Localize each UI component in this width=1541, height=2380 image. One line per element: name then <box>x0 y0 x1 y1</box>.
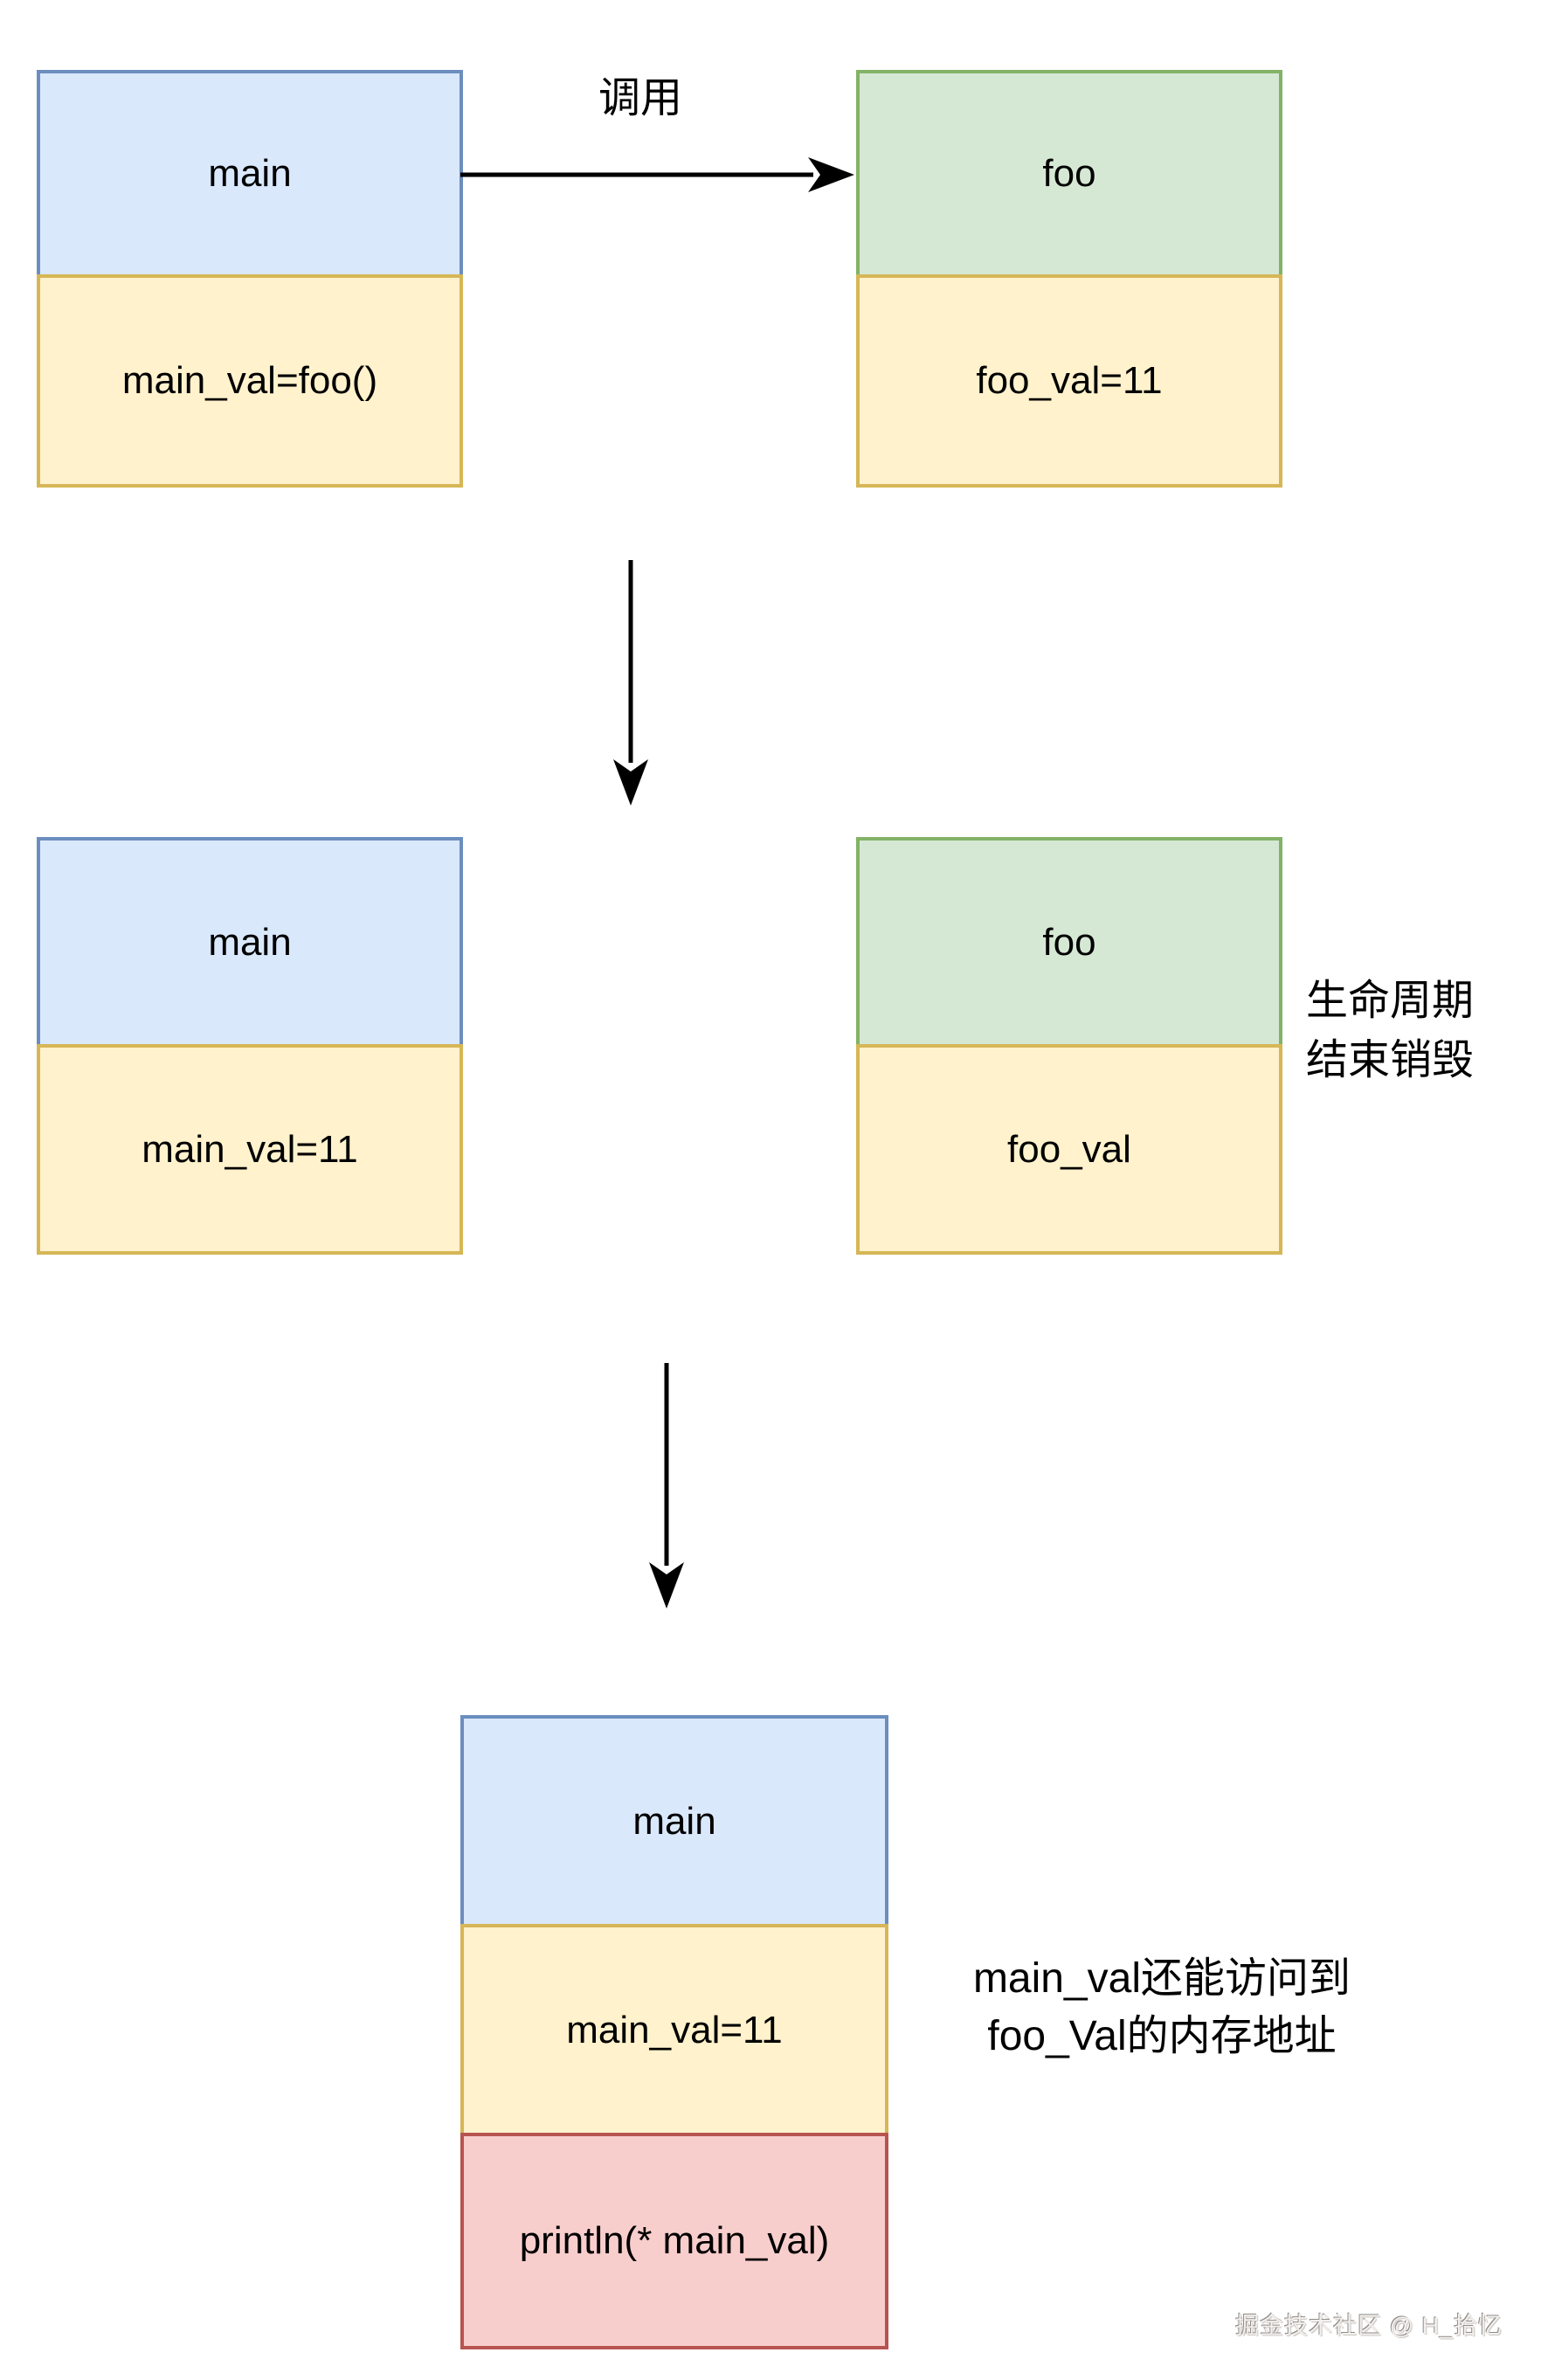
stage2-foo-var-label: foo_val <box>1007 1127 1131 1171</box>
stage2-main-label: main <box>208 920 292 964</box>
stage2-main-var-label: main_val=11 <box>142 1127 358 1171</box>
stage1-main-var-label: main_val=foo() <box>121 359 378 402</box>
stage3-main-box: main main_val=11 println(* main_val) <box>460 1715 888 2349</box>
stage1-foo-label: foo <box>1042 152 1096 195</box>
stage3-main-header: main <box>460 1715 888 1927</box>
stage3-println-label: println(* main_val) <box>519 2219 830 2262</box>
stage1-foo-var-label: foo_val=11 <box>976 359 1163 402</box>
stage3-main-var: main_val=11 <box>460 1924 888 2136</box>
stage2-main-box: main main_val=11 <box>37 837 463 1255</box>
stage2-foo-var: foo_val <box>856 1044 1282 1255</box>
stage3-println: println(* main_val) <box>460 2133 888 2349</box>
access-annotation: main_val还能访问到 foo_Val的内存地址 <box>972 1955 1351 2059</box>
stage3-main-var-label: main_val=11 <box>566 2008 783 2051</box>
stage3-main-label: main <box>632 1799 716 1843</box>
stage2-main-header: main <box>37 837 463 1048</box>
call-arrow <box>460 157 854 192</box>
stage2-foo-box: foo foo_val <box>856 837 1282 1255</box>
call-label: 调用 <box>598 75 682 121</box>
stage1-foo-box: foo foo_val=11 <box>856 70 1282 488</box>
lifecycle-annotation: 生命周期 结束销毁 <box>1306 978 1475 1083</box>
down-arrow-1 <box>613 560 648 806</box>
stage1-main-box: main main_val=foo() <box>37 70 463 488</box>
watermark: 掘金技术社区 @ H_拾忆 <box>1235 2313 1503 2339</box>
stage1-main-var: main_val=foo() <box>37 274 463 488</box>
down-arrow-2 <box>649 1363 684 1609</box>
stage1-main-header: main <box>37 70 463 278</box>
stage2-foo-header: foo <box>856 837 1282 1048</box>
stage1-main-label: main <box>208 152 292 195</box>
stage1-foo-header: foo <box>856 70 1282 278</box>
stage2-main-var: main_val=11 <box>37 1044 463 1255</box>
stage1-foo-var: foo_val=11 <box>856 274 1282 488</box>
stage2-foo-label: foo <box>1042 920 1096 964</box>
